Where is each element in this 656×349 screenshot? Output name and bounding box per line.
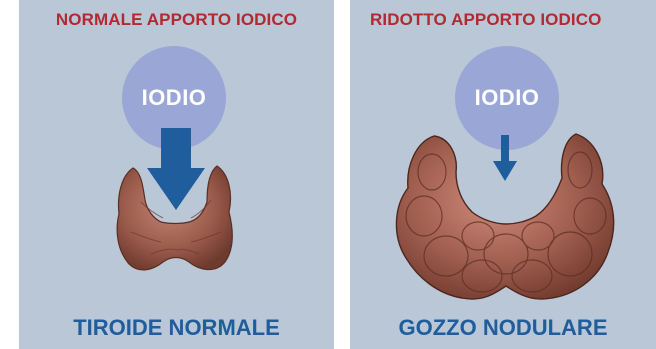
arrow-down-icon bbox=[493, 135, 517, 181]
panel-caption: GOZZO NODULARE bbox=[398, 315, 608, 340]
panel-title: NORMALE APPORTO IODICO bbox=[55, 10, 298, 29]
thyroid-goiter-icon bbox=[395, 133, 615, 300]
iodine-circle: IODIO bbox=[455, 46, 559, 150]
iodine-label: IODIO bbox=[141, 85, 207, 110]
arrow-down-icon bbox=[147, 128, 205, 210]
panel-normal-intake: NORMALE APPORTO IODICO IODIO TIROIDE NOR… bbox=[19, 0, 334, 349]
panel-reduced-intake: RIDOTTO APPORTO IODICO IODIO bbox=[350, 0, 656, 349]
iodine-label: IODIO bbox=[474, 85, 540, 110]
panel-title: RIDOTTO APPORTO IODICO bbox=[370, 10, 602, 29]
panel-caption: TIROIDE NORMALE bbox=[73, 315, 280, 340]
thyroid-normal-icon bbox=[116, 165, 233, 271]
